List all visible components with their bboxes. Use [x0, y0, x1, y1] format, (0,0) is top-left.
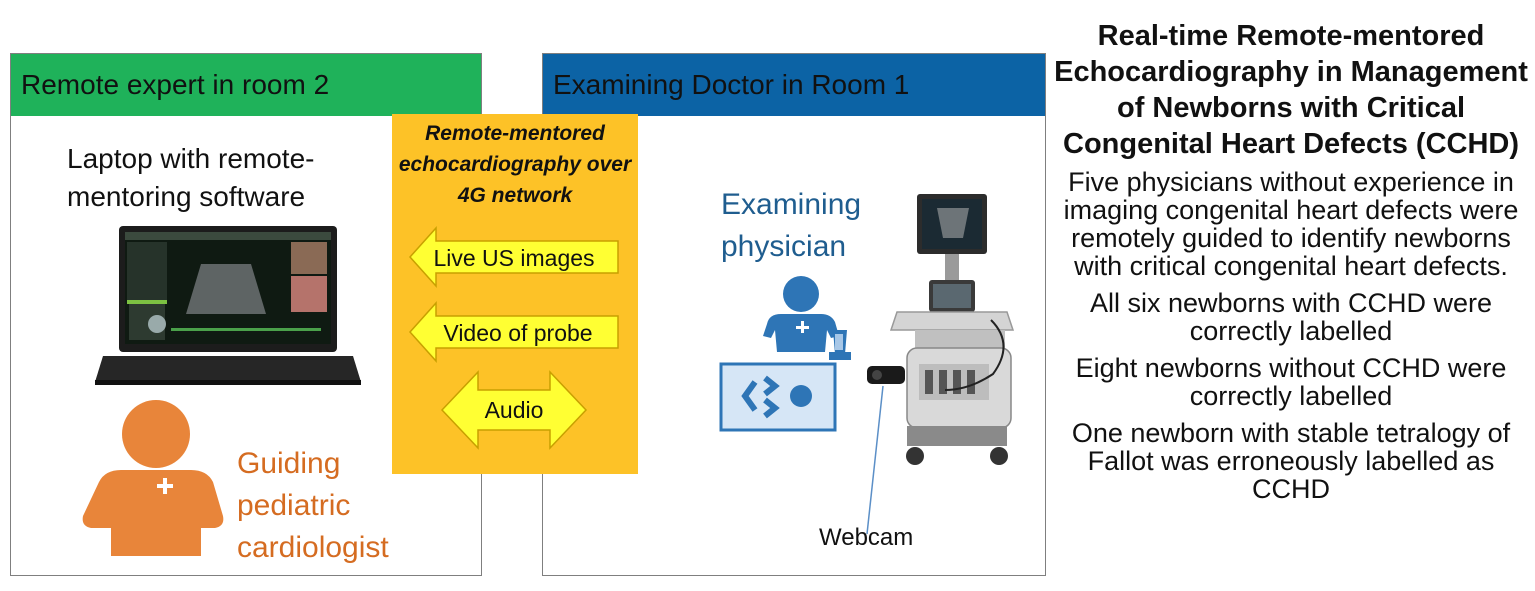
examining-doctor-header: Examining Doctor in Room 1	[543, 54, 1045, 116]
live-us-images-label: Live US images	[433, 245, 594, 271]
summary-paragraph: One newborn with stable tetralogy of Fal…	[1071, 418, 1511, 504]
examining-physician-label: Examining physician	[721, 188, 862, 263]
summary-section: Real-time Remote-mentored Echocardiograp…	[1050, 18, 1532, 512]
summary-paragraph: All six newborns with CCHD were correctl…	[1089, 288, 1493, 346]
transfer-arrows: Live US images Video of probe Audio	[408, 226, 619, 450]
summary-paragraph: Eight newborns without CCHD were correct…	[1075, 353, 1507, 411]
summary-paragraph: Five physicians without experience in im…	[1063, 167, 1519, 281]
audio-arrow: Audio	[440, 370, 588, 450]
webcam-icon	[867, 366, 905, 384]
summary-title: Real-time Remote-mentored Echocardiograp…	[1054, 20, 1528, 160]
live-us-images-arrow: Live US images	[408, 226, 619, 288]
webcam-pointer-line	[866, 385, 884, 535]
video-of-probe-arrow: Video of probe	[408, 301, 619, 363]
webcam-label: Webcam	[819, 524, 914, 551]
remote-expert-header: Remote expert in room 2	[11, 54, 481, 116]
guiding-cardiologist-label: Guiding pediatric cardiologist	[237, 447, 389, 564]
video-of-probe-label: Video of probe	[443, 320, 592, 346]
ultrasound-machine-icon	[889, 194, 1015, 465]
audio-label: Audio	[485, 397, 544, 423]
network-caption: Remote-mentored echocardiography over 4G…	[398, 122, 632, 207]
cardiologist-person-icon	[82, 400, 224, 556]
physician-person-icon	[763, 276, 851, 360]
newborn-bed-icon	[719, 362, 837, 432]
laptop-caption: Laptop with remote-mentoring software	[67, 143, 315, 212]
laptop-icon	[95, 226, 361, 385]
